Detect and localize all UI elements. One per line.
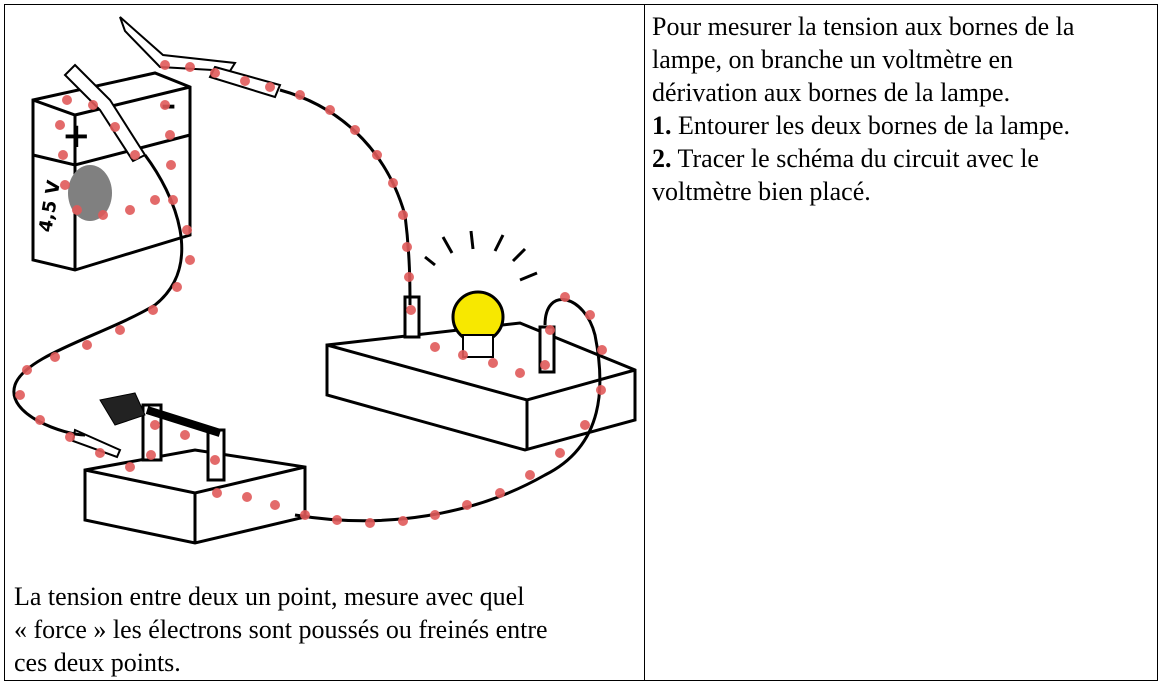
question-1-number: 1. [652, 111, 672, 140]
question-1-text: Entourer les deux bornes de la lampe. [678, 111, 1071, 140]
circuit-illustration: + – 4,5 V [12, 16, 637, 545]
caption-line-3: ces deux points. [14, 648, 181, 677]
caption: La tension entre deux un point, mesure a… [14, 580, 634, 679]
instructions-cell: Pour mesurer la tension aux bornes de la… [652, 10, 1152, 208]
electron-dots [15, 60, 607, 528]
column-divider [644, 4, 645, 681]
question-2-text-line-2: voltmètre bien placé. [652, 177, 871, 206]
switch-base [83, 403, 307, 545]
intro-line-2: lampe, on branche un voltmètre en [652, 45, 1013, 74]
question-1: 1. Entourer les deux bornes de la lampe. [652, 109, 1152, 142]
illustration-cell: + – 4,5 V [5, 5, 644, 680]
table-frame [4, 4, 1158, 681]
lamp-rays [424, 230, 538, 282]
caption-line-1: La tension entre deux un point, mesure a… [14, 582, 525, 611]
question-2-text-line-1: Tracer le schéma du circuit avec le [677, 144, 1039, 173]
switch-knob [99, 392, 146, 426]
question-2: 2. Tracer le schéma du circuit avec le [652, 142, 1152, 175]
question-2-number: 2. [652, 144, 672, 173]
intro-line-3: dérivation aux bornes de la lampe. [652, 78, 1011, 107]
caption-line-2: « force » les électrons sont poussés ou … [14, 615, 548, 644]
intro-line-1: Pour mesurer la tension aux bornes de la [652, 12, 1075, 41]
lamp-socket [462, 334, 494, 358]
battery-plus: + [62, 116, 91, 156]
